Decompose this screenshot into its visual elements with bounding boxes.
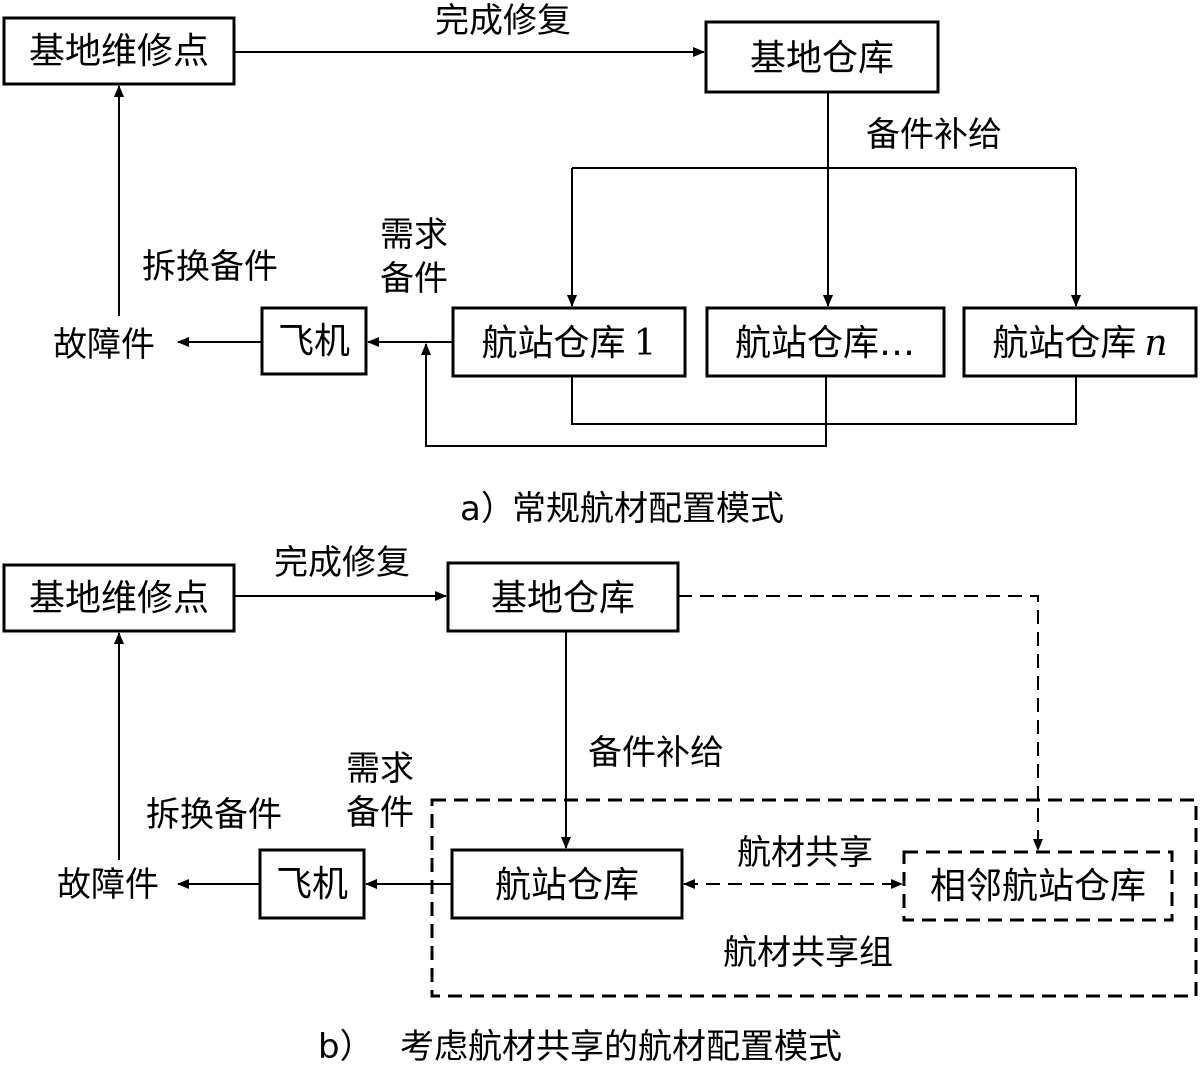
b-arrow-warehouse-to-neighbor: [678, 595, 1043, 851]
diagram-b: 基地维修点 基地仓库 完成修复 航材共享组 航站仓库 相邻航站仓库 备件补给 航…: [2, 543, 1198, 1065]
a-caption-text: 常规航材配置模式: [512, 489, 784, 529]
b-share-label: 航材共享: [737, 833, 873, 873]
b-faulty-label: 故障件: [57, 865, 159, 905]
b-done-repair-label: 完成修复: [274, 543, 410, 583]
a-demand-label-2: 备件: [380, 259, 448, 299]
b-warehouse-label: 基地仓库: [491, 578, 635, 619]
a-warehouse-box: [704, 20, 940, 94]
b-station-label: 航站仓库: [495, 865, 639, 906]
a-arrow-return-to-aircraft: [421, 343, 827, 447]
a-supply-label: 备件补给: [866, 115, 1002, 155]
b-sharing-group-label: 航材共享组: [723, 933, 893, 973]
a-faulty-label: 故障件: [53, 325, 155, 365]
a-aircraft-label: 飞机: [278, 321, 350, 362]
b-neighbor-label: 相邻航站仓库: [930, 866, 1146, 907]
a-done-repair-label: 完成修复: [435, 1, 571, 41]
a-swap-label: 拆换备件: [142, 247, 278, 287]
a-demand-label-1: 需求: [380, 215, 448, 255]
b-aircraft-label: 飞机: [276, 864, 348, 905]
a-station-1-box: [451, 306, 687, 378]
a-repair-box: [2, 16, 236, 86]
b-caption-text: 考虑航材共享的航材配置模式: [400, 1027, 842, 1065]
a-repair-label: 基地维修点: [29, 31, 209, 72]
b-repair-label: 基地维修点: [29, 578, 209, 619]
a-aircraft-box: [260, 306, 368, 376]
b-repair-box: [2, 563, 236, 633]
b-caption-label: b）: [318, 1027, 374, 1065]
a-station-n-box: [962, 306, 1198, 378]
b-demand-label-1: 需求: [346, 749, 414, 789]
a-station-mid-label: 航站仓库…: [735, 323, 915, 364]
a-return-bus-line: [571, 376, 1077, 425]
b-swap-label: 拆换备件: [146, 795, 282, 835]
b-neighbor-box: [902, 850, 1174, 922]
b-sharing-group-box: [430, 798, 1198, 998]
a-caption-label: a）: [460, 489, 515, 529]
a-warehouse-label: 基地仓库: [750, 38, 894, 79]
b-supply-label: 备件补给: [588, 733, 724, 773]
b-demand-label-2: 备件: [346, 793, 414, 833]
